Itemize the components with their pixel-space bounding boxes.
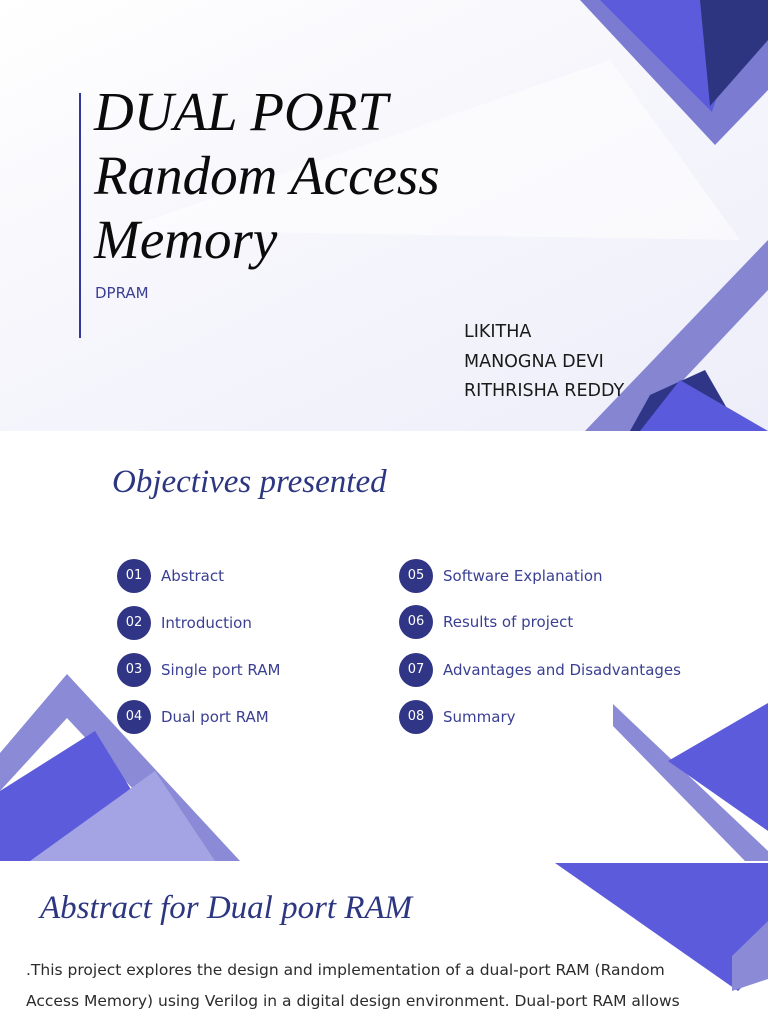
objective-item: 02 Introduction (117, 605, 252, 640)
author-list: LIKITHA MANOGNA DEVI RITHRISHA REDDY (464, 318, 624, 407)
author-name: RITHRISHA REDDY (464, 381, 625, 401)
objective-number-badge: 07 (399, 652, 433, 687)
subtitle: DPRAM (95, 284, 149, 302)
objective-label: Abstract (161, 566, 224, 585)
objectives-heading: Objectives presented (112, 464, 387, 500)
objective-item: 03 Single port RAM (117, 652, 281, 687)
objectives-decoration (0, 674, 768, 861)
abstract-heading: Abstract for Dual port RAM (40, 890, 413, 926)
objective-item: 05 Software Explanation (399, 558, 603, 593)
abstract-body: .This project explores the design and im… (26, 961, 680, 1010)
accent-bar (79, 93, 81, 338)
presentation-title: DUAL PORT Random Access Memory (94, 80, 440, 272)
objective-item: 08 Summary (399, 699, 516, 734)
title-line-2: Random Access (94, 145, 440, 206)
objective-label: Results of project (443, 612, 574, 631)
objective-label: Advantages and Disadvantages (443, 660, 681, 679)
objective-label: Software Explanation (443, 566, 603, 585)
title-line-1: DUAL PORT (94, 81, 388, 142)
objective-label: Dual port RAM (161, 707, 269, 726)
objective-number-badge: 02 (117, 605, 151, 640)
objective-number-badge: 06 (399, 604, 433, 639)
title-line-3: Memory (94, 209, 278, 270)
objective-number-badge: 08 (399, 699, 433, 734)
objective-label: Summary (443, 707, 516, 726)
objective-item: 01 Abstract (117, 558, 224, 593)
objective-number-badge: 05 (399, 558, 433, 593)
objective-number-badge: 03 (117, 652, 151, 687)
author-name: MANOGNA DEVI (464, 351, 604, 372)
abstract-decoration (555, 863, 768, 991)
objective-label: Introduction (161, 613, 252, 632)
author-name: LIKITHA (464, 322, 532, 342)
title-slide: DUAL PORT Random Access Memory DPRAM LIK… (0, 0, 768, 431)
title-decoration (120, 0, 768, 431)
objective-item: 07 Advantages and Disadvantages (399, 652, 681, 687)
abstract-slide (0, 861, 768, 1024)
objective-item: 06 Results of project (399, 604, 574, 639)
objective-label: Single port RAM (161, 660, 281, 679)
objective-number-badge: 04 (117, 699, 151, 734)
objective-number-badge: 01 (117, 558, 151, 593)
objectives-slide (0, 431, 768, 861)
objective-item: 04 Dual port RAM (117, 699, 269, 734)
